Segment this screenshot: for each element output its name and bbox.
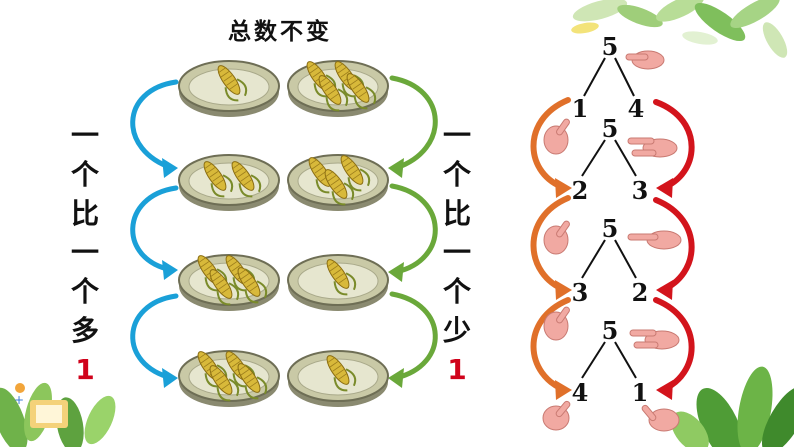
right-vertical-label: 一 个 比 一 个 少 1 [440, 116, 474, 389]
pointing-hands [542, 50, 682, 432]
corn-icon [203, 161, 234, 198]
arrow-head-icon [388, 262, 404, 282]
tree-1-top: 5 [601, 32, 619, 61]
arrow-head-icon [388, 368, 404, 388]
leaves-top-right-icon [571, 0, 788, 58]
left-vertical-label: 一 个 比 一 个 多 1 [68, 116, 102, 389]
label-char: 比 [70, 197, 99, 230]
pointing-hand-icon [543, 220, 570, 255]
corn-icon [324, 169, 355, 206]
label-char: 一 [70, 119, 99, 152]
plants-bottom-right-icon [671, 366, 794, 447]
label-char: 个 [442, 275, 471, 308]
tree-3-top: 5 [601, 214, 619, 243]
corn-icon [209, 269, 240, 306]
label-char: 多 [70, 314, 99, 347]
corn-icon [326, 355, 357, 392]
pointing-hand-icon [641, 404, 680, 432]
orange-arrows [530, 97, 571, 393]
arrow-head-icon [656, 280, 673, 300]
page-title: 总数不变 [228, 19, 332, 45]
arrow-head-icon [656, 178, 673, 198]
corn-icon [209, 365, 240, 402]
corn-icon [340, 155, 371, 192]
tree-2-top: 5 [601, 114, 619, 143]
pointing-hand-icon [625, 50, 665, 70]
corn-icon [231, 161, 262, 198]
pointing-hand-icon [543, 118, 570, 155]
label-char: 一 [442, 119, 471, 152]
label-char: 一 [70, 236, 99, 269]
blue-arrows [130, 79, 179, 381]
corn-icon [217, 65, 248, 102]
arrow-head-icon [656, 380, 673, 400]
corn-icon [346, 73, 377, 110]
arrow-head-icon [555, 280, 572, 300]
pointing-hand-icon [543, 306, 570, 341]
corn-icon [237, 267, 268, 304]
red-arrows [653, 99, 695, 393]
plate-icon [178, 154, 280, 211]
tree-2-right: 3 [631, 176, 649, 205]
tree-4-top: 5 [601, 316, 619, 345]
arrow-head-icon [555, 178, 572, 198]
label-number: 1 [447, 353, 467, 386]
arrow-head-icon [555, 380, 572, 400]
tree-3-left: 3 [571, 278, 589, 307]
corn-icon [326, 259, 357, 296]
tree-4-right: 1 [631, 378, 649, 407]
tree-3-right: 2 [631, 278, 649, 307]
svg-text:+: + [14, 393, 24, 407]
label-char: 一 [442, 236, 471, 269]
tree-2-left: 2 [571, 176, 589, 205]
label-number: 1 [75, 353, 95, 386]
arrow-head-icon [162, 368, 178, 388]
pointing-hand-icon [629, 329, 680, 350]
plants-bottom-left-icon: + [0, 382, 116, 447]
corn-icon [237, 363, 268, 400]
pointing-hand-icon [542, 400, 571, 431]
green-arrows [389, 75, 438, 381]
arrow-head-icon [162, 260, 178, 280]
pointing-hand-icon [627, 137, 678, 158]
tree-4-left: 4 [571, 378, 589, 407]
pointing-hand-icon [627, 230, 682, 250]
corn-icon [318, 75, 349, 112]
tree-1-left: 1 [571, 94, 589, 123]
label-char: 比 [442, 197, 471, 230]
tree-branches [581, 57, 637, 379]
arrow-head-icon [388, 158, 404, 178]
tree-1-right: 4 [627, 94, 645, 123]
arrow-head-icon [162, 158, 178, 178]
label-char: 个 [70, 158, 99, 191]
label-char: 少 [442, 314, 471, 347]
label-char: 个 [442, 158, 471, 191]
label-char: 个 [70, 275, 99, 308]
